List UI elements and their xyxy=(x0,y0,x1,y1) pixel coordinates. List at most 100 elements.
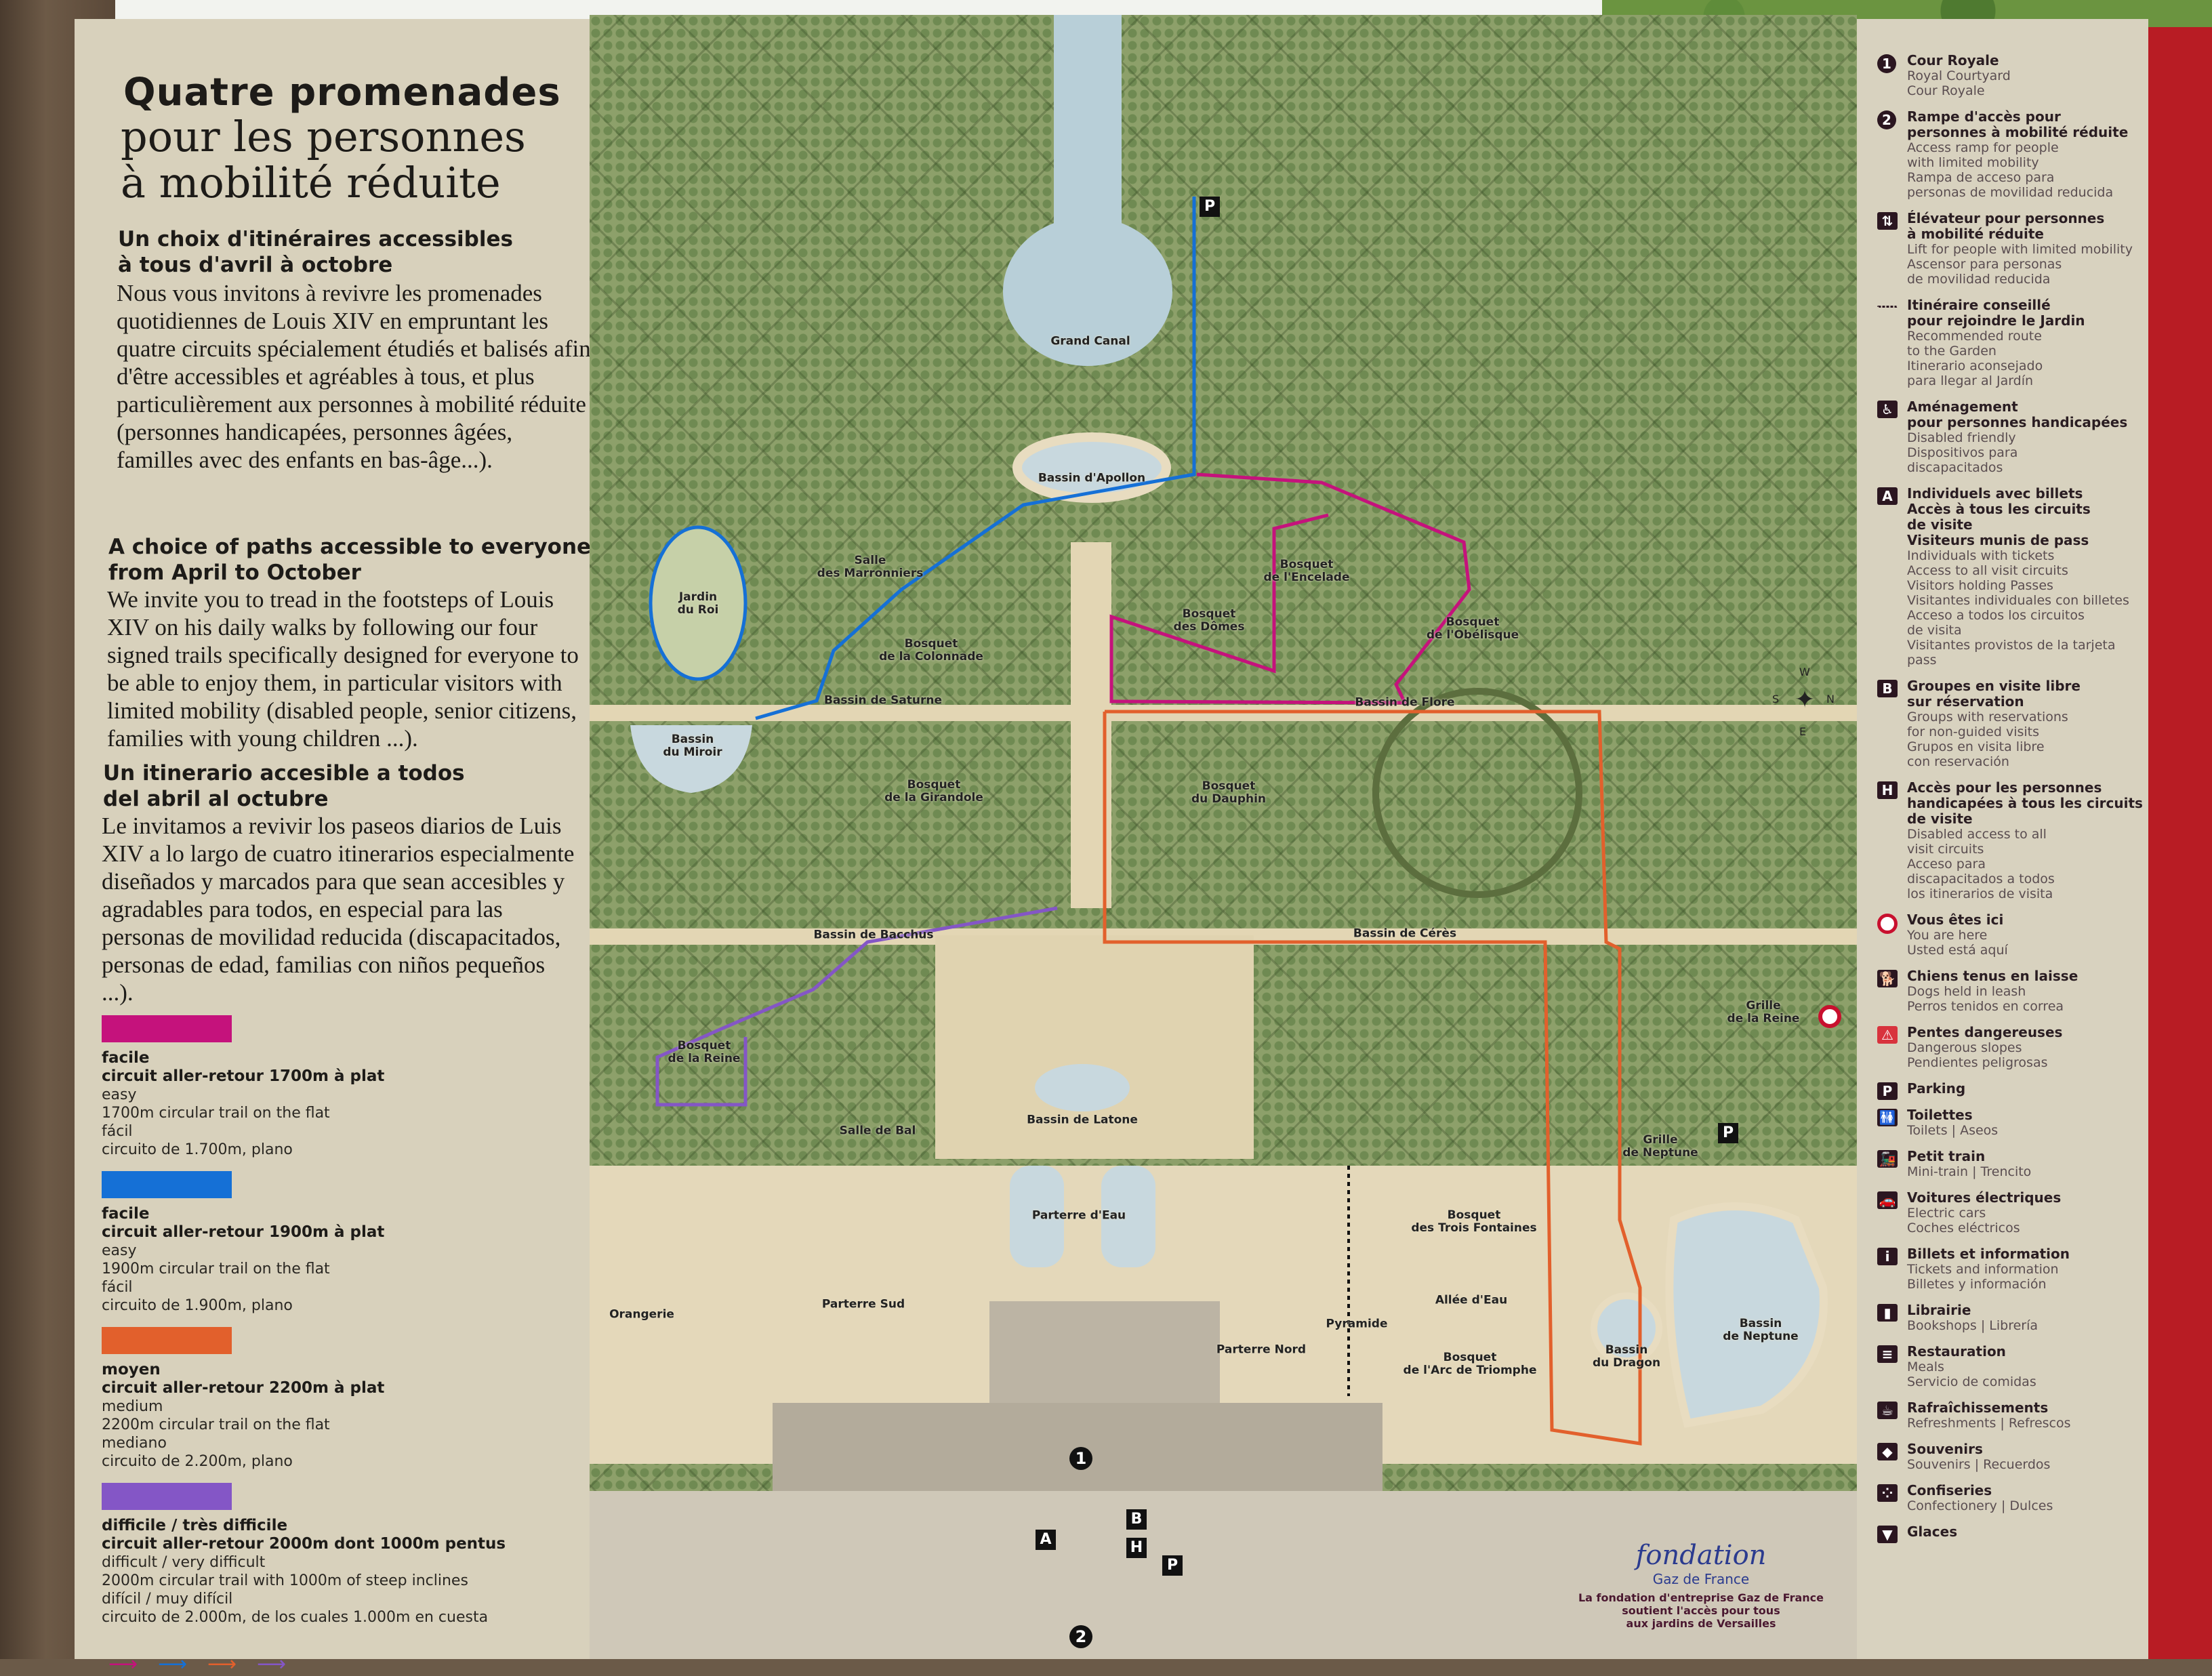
compass-n: N xyxy=(1826,693,1835,706)
trail-level-es: mediano xyxy=(102,1435,167,1452)
legend-title: Cour Royale xyxy=(1907,52,1999,68)
map-label: Parterre Sud xyxy=(821,1297,905,1311)
legend-item: Itinéraire conseillé pour rejoindre le J… xyxy=(1877,298,2148,388)
trail-level-fr: facile xyxy=(102,1205,150,1223)
legend-item: 🐕 Chiens tenus en laisse Dogs held in le… xyxy=(1877,968,2148,1014)
map-label: Jardin du Roi xyxy=(677,590,719,617)
legend-item: 🚗 Voitures électriques Electric cars Coc… xyxy=(1877,1190,2148,1235)
latone-area xyxy=(935,935,1254,1159)
trail-legend-item: facile circuit aller-retour 1700m à plat… xyxy=(102,1015,576,1159)
legend-item: 2 Rampe d'accès pour personnes à mobilit… xyxy=(1877,109,2148,200)
legend-desc: Confectionery | Dulces xyxy=(1907,1498,2053,1513)
map-label: Bosquet de l'Encelade xyxy=(1263,558,1350,584)
legend-item: H Accès pour les personnes handicapées à… xyxy=(1877,780,2148,901)
map-label: Bosquet de la Colonnade xyxy=(879,637,983,663)
trail-level-fr: moyen xyxy=(102,1361,161,1378)
legend-desc: You are here Usted está aquí xyxy=(1907,928,2008,958)
legend-desc: Mini-train | Trencito xyxy=(1907,1164,2032,1179)
map-label: Bassin de Neptune xyxy=(1723,1317,1799,1343)
legend-item: ▮ Librairie Bookshops | Librería xyxy=(1877,1303,2148,1333)
map-label: Bosquet des Trois Fontaines xyxy=(1411,1208,1537,1235)
dotted-route-icon xyxy=(1877,306,1898,308)
title-line-2: à mobilité réduite xyxy=(121,158,501,207)
title-serif: pour les personnes à mobilité réduite xyxy=(121,114,526,206)
legend-title: Chiens tenus en laisse xyxy=(1907,968,2078,984)
legend-item: 1 Cour Royale Royal Courtyard Cour Royal… xyxy=(1877,53,2148,98)
legend-desc: Toilets | Aseos xyxy=(1907,1123,1999,1138)
legend-desc: Individuals with tickets Access to all v… xyxy=(1907,548,2129,668)
compass-e: E xyxy=(1799,725,1807,738)
purple-trail xyxy=(655,906,1058,1107)
trail-level-en: easy xyxy=(102,1086,137,1103)
legend-title: Toilettes xyxy=(1907,1107,1973,1123)
legend-item: ⚠ Pentes dangereuses Dangerous slopes Pe… xyxy=(1877,1025,2148,1070)
danger-slope-icon: ⚠ xyxy=(1877,1026,1898,1044)
map-label: Salle des Marronniers xyxy=(817,554,924,580)
trail-level-en: difficult / very difficult xyxy=(102,1554,266,1571)
map-label: Bosquet de l'Arc de Triomphe xyxy=(1403,1351,1537,1377)
legend-desc: Bookshops | Librería xyxy=(1907,1318,2039,1333)
map-label: Bosquet du Dauphin xyxy=(1191,779,1267,806)
marker-parking: P xyxy=(1162,1555,1183,1576)
trail-level-fr: difficile / très difficile xyxy=(102,1517,288,1534)
legend-desc: Meals Servicio de comidas xyxy=(1907,1360,2036,1389)
map-label: Bassin de Cérès xyxy=(1353,926,1457,941)
map-label: Grille de Neptune xyxy=(1622,1133,1698,1160)
map-label: Bosquet de la Reine xyxy=(668,1039,741,1065)
legend-item: ♿ Aménagement pour personnes handicapées… xyxy=(1877,399,2148,475)
cercle-bosquet xyxy=(1372,688,1582,898)
sponsor-block: fondation Gaz de France La fondation d'e… xyxy=(1552,1540,1850,1630)
legend-title: Glaces xyxy=(1907,1524,1958,1540)
map-label: Bassin d'Apollon xyxy=(1038,471,1146,485)
legend-desc: Refreshments | Refrescos xyxy=(1907,1416,2071,1431)
map-label: Bassin de Latone xyxy=(1027,1113,1138,1127)
legend-desc: Recommended route to the Garden Itinerar… xyxy=(1907,329,2043,388)
map-label: Bosquet de l'Obélisque xyxy=(1426,615,1519,642)
trail-desc-en: 1900m circular trail on the flat xyxy=(102,1261,330,1278)
legend-title: Confiseries xyxy=(1907,1482,1992,1498)
legend-desc: Groups with reservations for non-guided … xyxy=(1907,710,2068,769)
dog-icon: 🐕 xyxy=(1877,970,1898,987)
map-label: Parterre Nord xyxy=(1216,1343,1307,1357)
trail-legend-item: difficile / très difficile circuit aller… xyxy=(102,1483,576,1627)
trail-desc-en: 1700m circular trail on the flat xyxy=(102,1105,330,1122)
bassin-miroir xyxy=(630,725,752,793)
legend-item: ≡ Restauration Meals Servicio de comidas xyxy=(1877,1344,2148,1389)
trail-desc-en: 2200m circular trail on the flat xyxy=(102,1416,330,1433)
arrow-icon: ⟶ xyxy=(158,1652,188,1676)
legend-item: ☕ Rafraîchissements Refreshments | Refre… xyxy=(1877,1400,2148,1431)
you-are-here-icon xyxy=(1877,914,1898,934)
en-heading: A choice of paths accessible to everyone… xyxy=(108,535,592,585)
arrow-icon: ⟶ xyxy=(108,1652,138,1676)
train-icon: 🚂 xyxy=(1877,1150,1898,1168)
legend-item: ⇅ Élévateur pour personnes à mobilité ré… xyxy=(1877,211,2148,287)
trail-level-es: fácil xyxy=(102,1123,133,1140)
compass-star-icon: ✦ xyxy=(1795,686,1816,714)
map-label: Allée d'Eau xyxy=(1435,1293,1508,1307)
title-line-1: pour les personnes xyxy=(121,112,526,161)
sponsor-logo-script: fondation xyxy=(1635,1540,1767,1571)
confectionery-icon: ⁘ xyxy=(1877,1484,1898,1502)
cour-royale-number-icon: 1 xyxy=(1877,54,1896,73)
map-drawing xyxy=(590,15,1857,1659)
legend-title: Aménagement pour personnes handicapées xyxy=(1907,398,2128,430)
sponsor-logo-name: Gaz de France xyxy=(1652,1571,1750,1587)
legend-desc: Tickets and information Billetes y infor… xyxy=(1907,1262,2059,1292)
legend-title: Élévateur pour personnes à mobilité rédu… xyxy=(1907,210,2105,242)
marker-parking: P xyxy=(1718,1123,1738,1143)
map-label: Bassin de Flore xyxy=(1355,695,1455,710)
legend-title: Individuels avec billets Accès à tous le… xyxy=(1907,485,2091,548)
legend-desc: Dogs held in leash Perros tenidos en cor… xyxy=(1907,984,2064,1014)
marker-1: 1 xyxy=(1069,1447,1092,1470)
letter-h-icon: H xyxy=(1877,781,1898,799)
trail-color-swatch xyxy=(102,1327,232,1354)
legend-item: A Individuels avec billets Accès à tous … xyxy=(1877,486,2148,668)
town-area xyxy=(590,1491,1857,1659)
map-label: Orangerie xyxy=(609,1307,674,1322)
legend-item: 🚻 Toilettes Toilets | Aseos xyxy=(1877,1107,2148,1138)
trail-level-es: difícil / muy difícil xyxy=(102,1591,233,1608)
map-label: Grand Canal xyxy=(1050,334,1130,348)
bassin-latone xyxy=(1035,1064,1130,1111)
map-label: Salle de Bal xyxy=(839,1124,916,1138)
legend-title: Parking xyxy=(1907,1080,1966,1097)
